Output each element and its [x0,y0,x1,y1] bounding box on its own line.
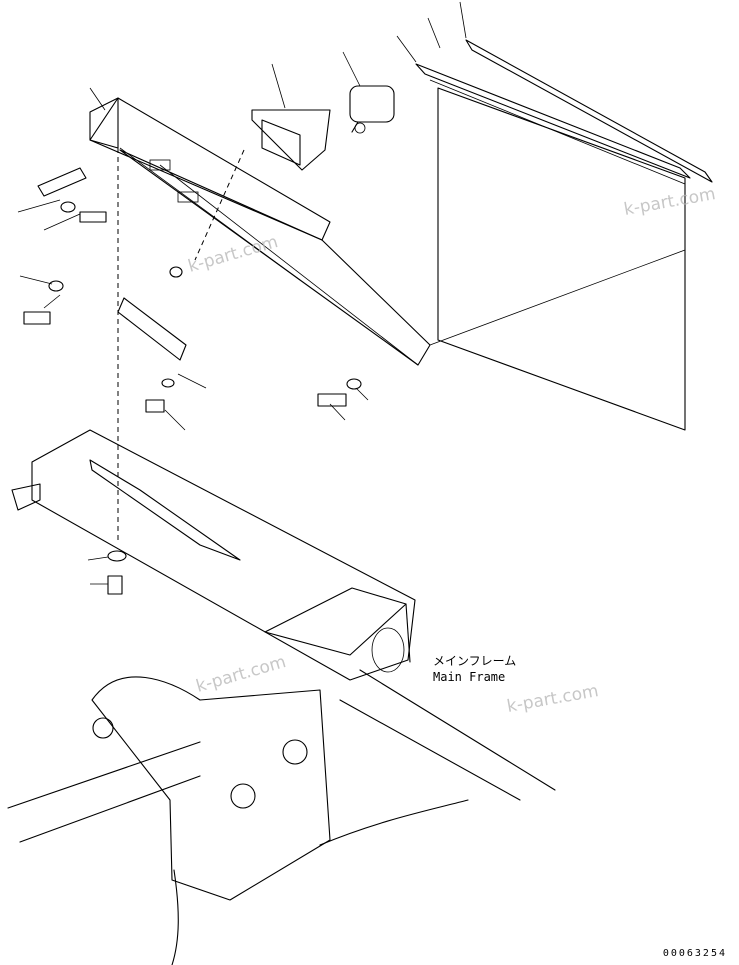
document-number: 00063254 [662,948,727,959]
flap-bracket [89,97,431,366]
watermark-4: k-part.com [505,681,600,717]
bolts-and-washers [23,201,362,595]
watermark-1: k-part.com [622,184,717,220]
small-brackets [37,167,187,361]
flap-clamp-strips [415,39,713,185]
watermark-3: k-part.com [194,652,288,697]
main-frame-beam [11,429,556,801]
callout-leaders [17,1,467,585]
lamp-assembly [251,85,395,171]
watermarks: k-part.com k-part.com k-part.com k-part.… [186,184,717,717]
lower-frame-casting [7,676,469,965]
watermark-2: k-part.com [186,232,280,277]
main-frame-label-en: Main Frame [433,670,506,684]
alignment-lines [117,148,686,540]
mud-flap [437,87,686,431]
main-frame-label-jp: メインフレーム [433,654,517,668]
